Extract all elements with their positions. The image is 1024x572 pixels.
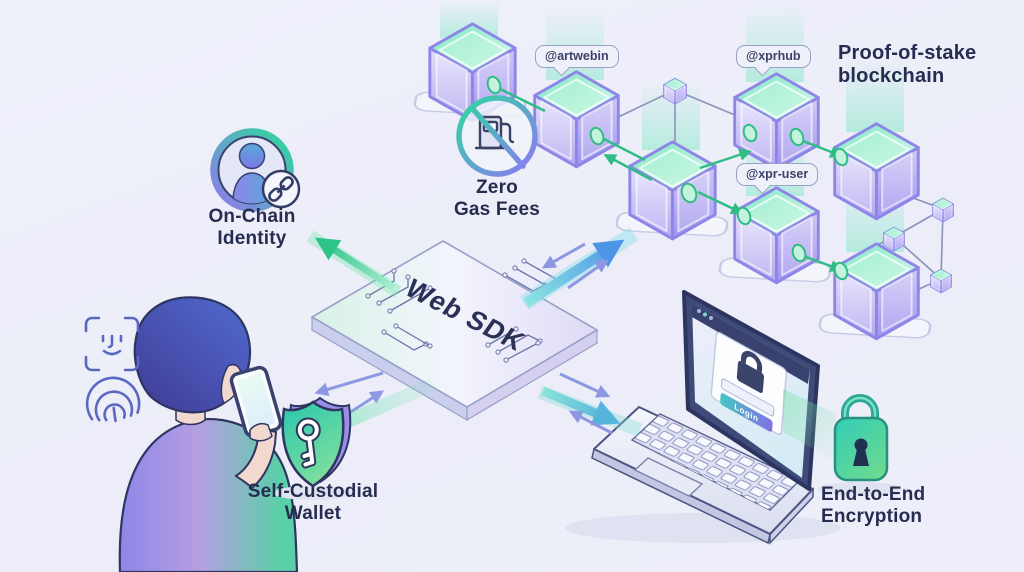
arrow-to-laptop (541, 386, 621, 426)
feature-label-identity: On-Chain Identity (208, 206, 296, 250)
arrow-to-identity (314, 237, 396, 291)
key-icon (295, 417, 321, 469)
laptop-touchpad (633, 457, 704, 497)
browser-title-bar (692, 303, 810, 384)
padlock-icon (818, 394, 902, 496)
smartphone (229, 365, 283, 438)
wallet-beam (333, 378, 436, 432)
node-tag-xpr-user: @xpr-user (736, 163, 819, 194)
feature-label-encryption: End-to-End Encryption (821, 484, 926, 528)
link-badge-icon (261, 169, 301, 209)
person-arm (234, 426, 278, 490)
node-tag-artwebin: @artwebin (535, 45, 619, 76)
feature-label-wallet: Self-Custodial Wallet (247, 481, 379, 525)
node-tag-text: @xprhub (746, 49, 801, 63)
no-gas-fees-icon (456, 95, 538, 177)
node-tag-xprhub: @xprhub (736, 45, 811, 76)
arrow-to-blockchain (523, 239, 625, 308)
blockchain-node-small (932, 197, 954, 223)
face-id-icon (84, 316, 140, 372)
laptop-shadow (565, 513, 841, 543)
username-field (720, 378, 775, 417)
lock-icon (736, 350, 765, 393)
window-dot (703, 312, 707, 317)
wallet-shield-icon (273, 396, 353, 500)
fingerprint-icon (85, 376, 141, 423)
login-button (720, 393, 773, 432)
laptop: Login (565, 290, 841, 545)
feature-label-gas: Zero Gas Fees (453, 177, 541, 221)
node-tag-text: @artwebin (545, 49, 609, 63)
identity-avatar-icon (210, 128, 301, 212)
person-with-phone (118, 296, 299, 572)
heading-proof-of-stake: Proof-of-stake blockchain (838, 42, 977, 88)
node-tag-text: @xpr-user (746, 167, 809, 181)
window-dot (709, 316, 713, 320)
blockchain-cube-artwebin (533, 70, 620, 169)
window-dot (697, 309, 701, 313)
transaction-arrows (497, 86, 843, 272)
cube-ports (486, 75, 849, 281)
sdk-arrows (306, 227, 643, 437)
encryption-beam (783, 389, 836, 462)
